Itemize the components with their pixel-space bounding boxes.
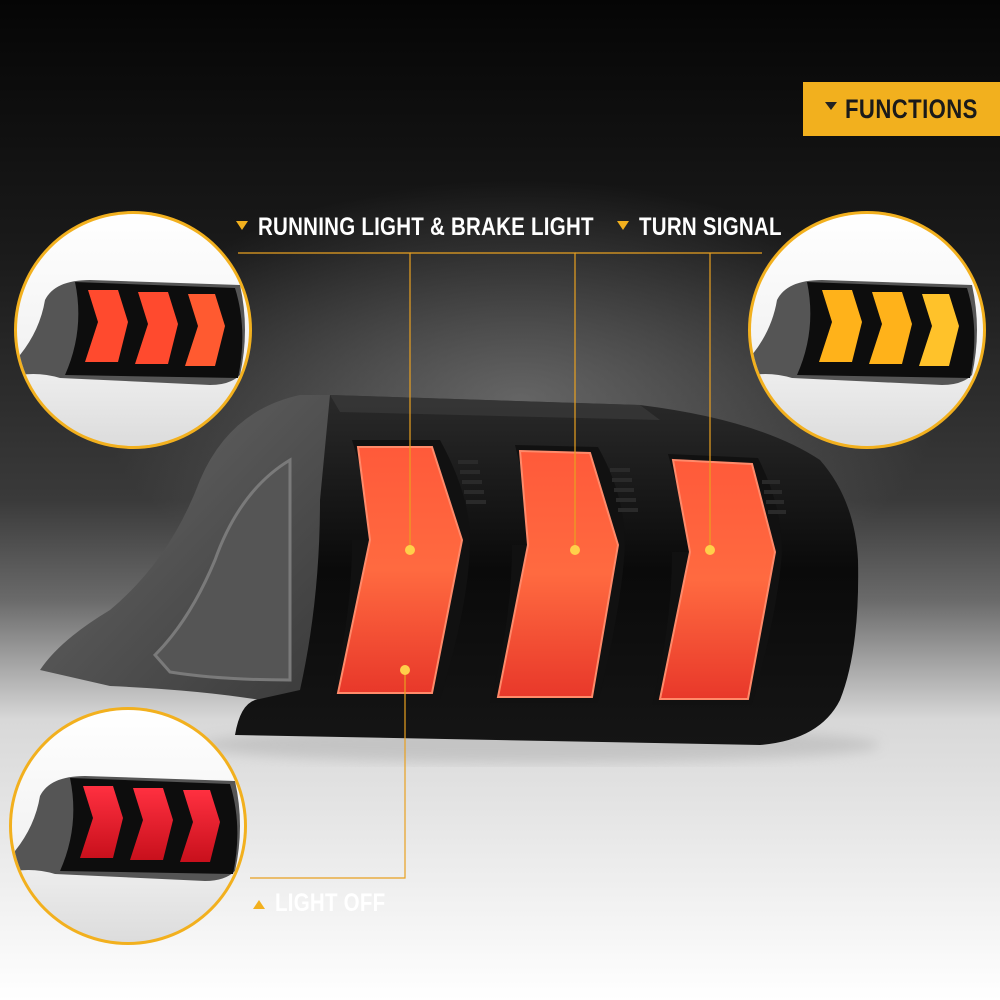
running-light-inset <box>14 211 252 449</box>
turn-signal-inset <box>748 211 986 449</box>
light-off-label: LIGHT OFF <box>253 889 410 918</box>
callout-lines <box>238 252 762 879</box>
light-off-text: LIGHT OFF <box>275 889 386 917</box>
callout-dots <box>400 545 715 675</box>
light-off-inset <box>9 707 247 945</box>
functions-badge-label: FUNCTIONS <box>845 93 978 124</box>
caret-up-icon <box>253 900 265 909</box>
running-brake-text: RUNNING LIGHT & BRAKE LIGHT <box>258 213 594 241</box>
turn-signal-label: TURN SIGNAL <box>617 213 813 242</box>
turn-signal-text: TURN SIGNAL <box>639 213 782 241</box>
tail-light-main <box>40 395 859 745</box>
running-brake-label: RUNNING LIGHT & BRAKE LIGHT <box>236 213 667 242</box>
functions-badge: FUNCTIONS <box>803 82 1000 136</box>
caret-down-icon <box>825 102 837 110</box>
caret-down-icon <box>236 221 248 230</box>
caret-down-icon <box>617 221 629 230</box>
